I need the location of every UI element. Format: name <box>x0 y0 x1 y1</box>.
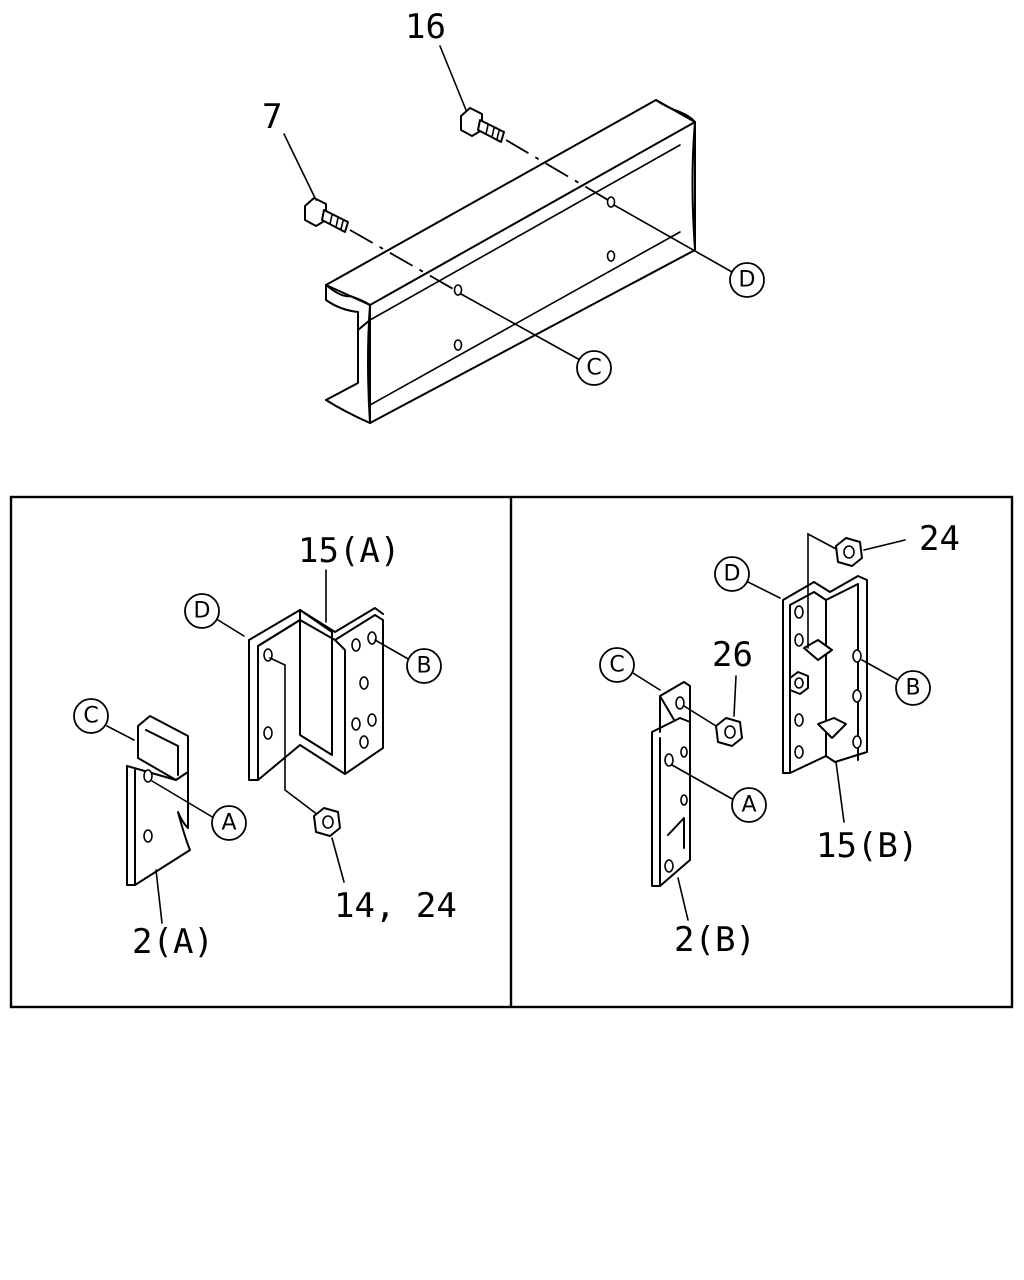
part-label-16: 16 <box>405 7 446 47</box>
nut-26 <box>715 717 743 747</box>
ref-label-c-top: C <box>586 356 601 381</box>
ref-label-c-left: C <box>83 704 98 729</box>
bracket-2b <box>651 681 691 887</box>
ref-label-a-right: A <box>741 793 756 818</box>
bracket-2a <box>126 715 191 886</box>
label-14-24: 14, 24 <box>334 886 457 926</box>
ref-label-b-left: B <box>416 654 431 679</box>
nut-14-24 <box>313 807 341 837</box>
nut-24 <box>835 537 863 567</box>
label-26: 26 <box>712 635 753 675</box>
label-2a: 2(A) <box>132 922 214 962</box>
frame-holes <box>453 196 616 351</box>
ref-circle-d-top <box>729 262 765 298</box>
ref-circle-c-left <box>73 698 109 734</box>
ref-circle-c-top <box>576 350 612 386</box>
ref-circle-d-left <box>184 593 220 629</box>
ref-label-d-left: D <box>194 599 211 624</box>
ref-label-d-top: D <box>739 268 756 293</box>
label-15b: 15(B) <box>816 826 918 866</box>
ref-label-b-right: B <box>905 676 920 701</box>
part-label-7: 7 <box>262 97 282 137</box>
bolt-16 <box>460 107 505 143</box>
ref-label-c-right: C <box>609 653 624 678</box>
bolt-7-centerline <box>349 229 456 291</box>
ref-circle-b-left <box>406 648 442 684</box>
ref-label-a-left: A <box>221 811 236 836</box>
label-2b: 2(B) <box>674 920 756 960</box>
ref-label-d-right: D <box>724 562 741 587</box>
ref-circle-b-right <box>895 670 931 706</box>
label-15a: 15(A) <box>298 531 400 571</box>
label-24: 24 <box>919 519 960 559</box>
ref-circle-d-right <box>714 556 750 592</box>
bracket-15a <box>248 607 384 781</box>
bracket-15b <box>782 575 868 774</box>
ref-circle-a-left <box>211 805 247 841</box>
frame-rail <box>325 99 696 424</box>
bolt-16-centerline <box>505 139 609 201</box>
ref-circle-c-right <box>599 647 635 683</box>
ref-circle-a-right <box>731 787 767 823</box>
bolt-7 <box>304 197 349 233</box>
